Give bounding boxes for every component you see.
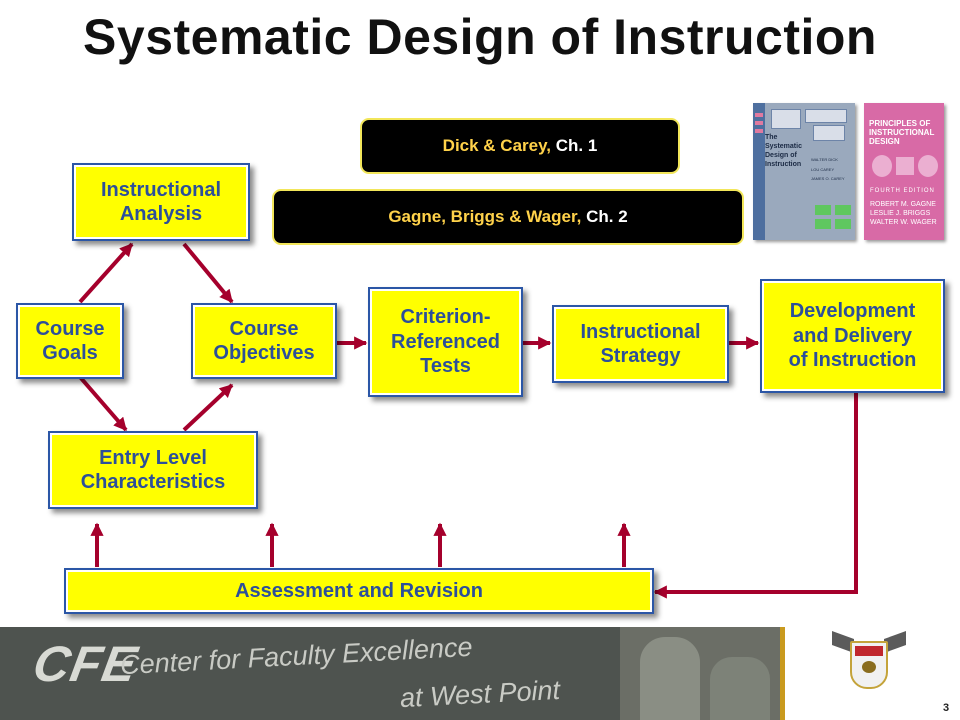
- cover-mark: [755, 129, 763, 133]
- reference-chapter: Ch. 1: [555, 136, 598, 155]
- banner-line-1: Center for Faculty Excellence: [119, 631, 474, 681]
- divider: [780, 627, 785, 720]
- crest-stripe: [855, 646, 883, 656]
- book-cover-gagne: PRINCIPLES OF INSTRUCTIONAL DESIGN FOURT…: [864, 103, 944, 240]
- box-entry-level: Entry Level Characteristics: [48, 431, 258, 509]
- box-course-objectives: Course Objectives: [191, 303, 337, 379]
- cadets-photo: [620, 627, 785, 720]
- slide-title: Systematic Design of Instruction: [83, 9, 877, 65]
- box-assessment-revision: Assessment and Revision: [64, 568, 654, 614]
- arrow-goals-to-analysis: [78, 242, 134, 304]
- reference-gagne: Gagne, Briggs & Wager, Ch. 2: [272, 189, 744, 245]
- cover-block: [815, 219, 831, 229]
- cover-mark: [755, 113, 763, 117]
- west-point-crest-icon: [850, 641, 888, 689]
- box-development-delivery: Development and Delivery of Instruction: [760, 279, 945, 393]
- cover-block: [805, 109, 847, 123]
- box-course-goals: Course Goals: [16, 303, 124, 379]
- cover-block: [813, 125, 845, 141]
- cover-block: [815, 205, 831, 215]
- book-title: PRINCIPLES OF INSTRUCTIONAL DESIGN: [869, 119, 935, 147]
- cadet-figure: [640, 637, 700, 720]
- arrow-development-to-assessment: [653, 393, 858, 599]
- chalkboard: CFE Center for Faculty Excellence at Wes…: [0, 627, 620, 720]
- arrow-goals-to-entry: [78, 375, 128, 432]
- arrow-analysis-to-objectives: [182, 242, 234, 304]
- cover-mark: [755, 121, 763, 125]
- banner-line-2: at West Point: [399, 674, 561, 714]
- cover-shape: [918, 155, 938, 177]
- reference-authors: Dick & Carey,: [442, 136, 552, 155]
- reference-dick-carey: Dick & Carey, Ch. 1: [360, 118, 680, 174]
- page-number: 3: [943, 702, 950, 714]
- cover-block: [835, 219, 851, 229]
- cover-block: [771, 109, 801, 129]
- cover-shape: [896, 157, 914, 175]
- arrow-entry-to-objectives: [182, 383, 234, 432]
- reference-authors: Gagne, Briggs & Wager,: [388, 207, 582, 226]
- book-authors: ROBERT M. GAGNE LESLIE J. BRIGGS WALTER …: [870, 201, 937, 227]
- box-instructional-analysis: Instructional Analysis: [72, 163, 250, 241]
- cover-block: [835, 205, 851, 215]
- book-spine: [753, 103, 765, 240]
- box-criterion-tests: Criterion- Referenced Tests: [368, 287, 523, 397]
- cover-shape: [872, 155, 892, 177]
- box-instructional-strategy: Instructional Strategy: [552, 305, 729, 383]
- reference-chapter: Ch. 2: [586, 207, 628, 226]
- book-title: The Systematic Design of Instruction: [765, 134, 802, 169]
- cadet-figure: [710, 657, 770, 720]
- crest-emblem: [862, 661, 876, 673]
- footer-banner: CFE Center for Faculty Excellence at Wes…: [0, 627, 960, 720]
- book-edition: FOURTH EDITION: [870, 188, 935, 194]
- book-authors: WALTER DICK LOU CAREY JAMES O. CAREY: [811, 157, 845, 182]
- book-cover-dick-carey: The Systematic Design of Instruction WAL…: [753, 103, 855, 240]
